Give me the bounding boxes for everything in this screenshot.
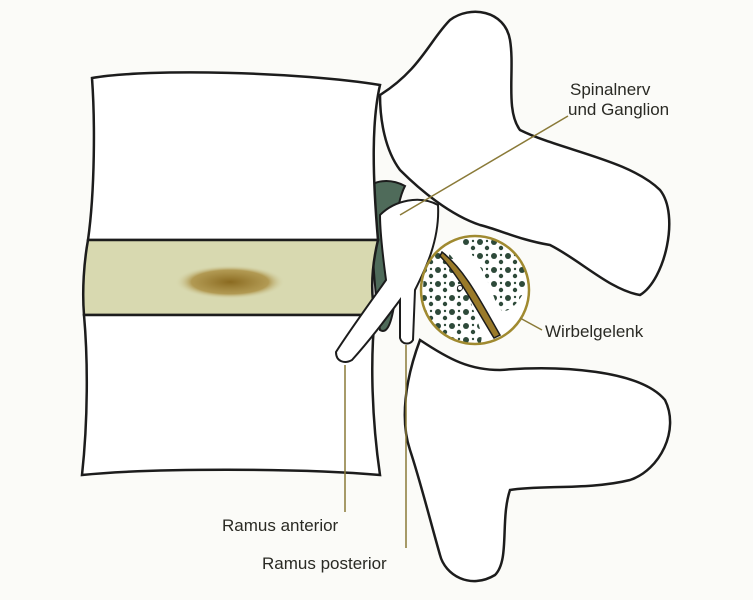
posterior-elements xyxy=(378,10,672,583)
lower-spinous-process xyxy=(403,338,672,583)
label-facet-joint: Wirbelgelenk xyxy=(545,322,644,341)
upper-spinous-process xyxy=(378,10,671,297)
leader-facet-joint xyxy=(519,317,543,331)
facet-joint-magnifier xyxy=(419,234,531,346)
leader-lines xyxy=(344,115,569,548)
joint-marker xyxy=(457,285,463,291)
label-spinal-nerve-line1: Spinalnerv xyxy=(570,80,651,99)
joint-cartilage xyxy=(439,250,502,339)
label-spinal-nerve-line2: und Ganglion xyxy=(568,100,670,119)
leader-spinal-nerve xyxy=(399,115,569,216)
label-ramus-anterior: Ramus anterior xyxy=(222,516,339,535)
spongy-bone-left xyxy=(421,247,482,344)
upper-vertebral-body xyxy=(86,71,382,242)
magnifier-ring xyxy=(419,234,531,346)
spongy-bone-right xyxy=(455,236,529,311)
lower-vertebral-body xyxy=(80,313,382,477)
disc-nucleus-spot xyxy=(175,265,285,299)
label-ramus-posterior: Ramus posterior xyxy=(262,554,387,573)
spinal-nerve xyxy=(334,198,440,363)
